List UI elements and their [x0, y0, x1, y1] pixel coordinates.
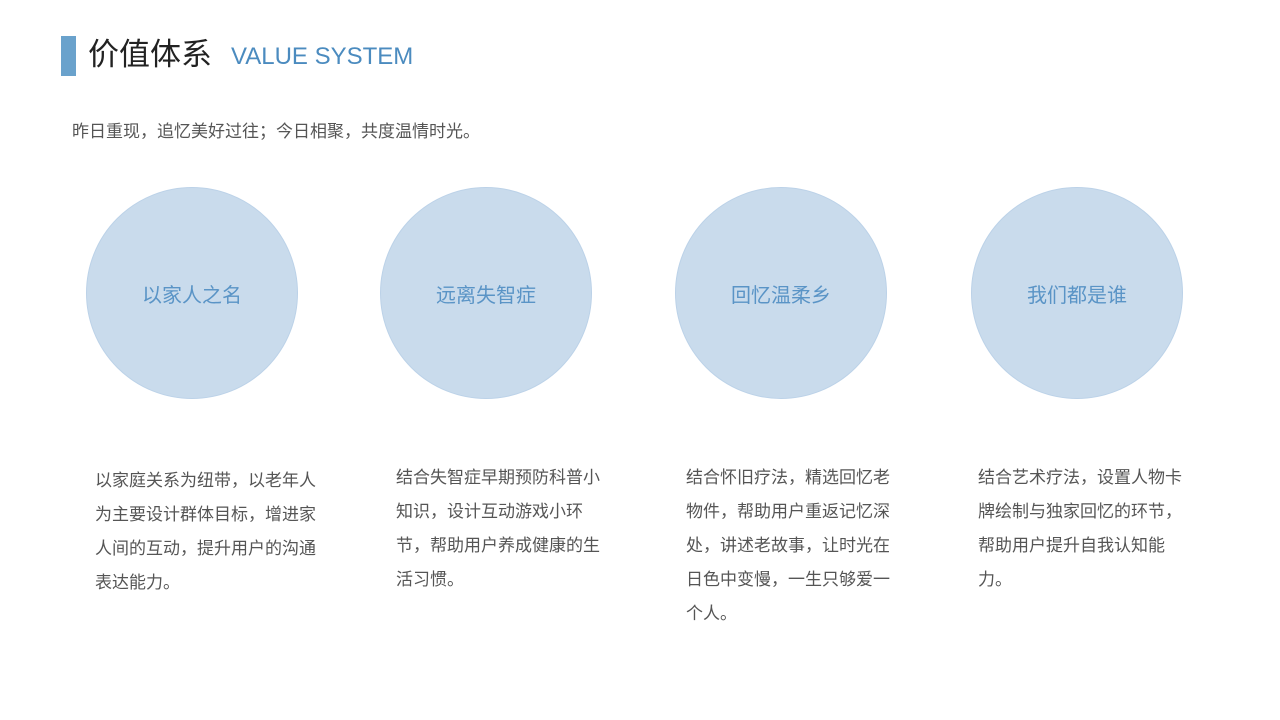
- subtitle: 昨日重现，追忆美好过往；今日相聚，共度温情时光。: [72, 122, 480, 142]
- value-circle-identity: 我们都是谁: [971, 187, 1183, 399]
- value-description: 以家庭关系为纽带，以老年人为主要设计群体目标，增进家人间的互动，提升用户的沟通表…: [95, 471, 316, 593]
- page-title-english: VALUE SYSTEM: [231, 43, 414, 70]
- value-circle-memory: 回忆温柔乡: [675, 187, 887, 399]
- value-description: 结合艺术疗法，设置人物卡牌绘制与独家回忆的环节，帮助用户提升自我认知能力。: [978, 468, 1182, 590]
- title-accent-bar: [61, 36, 76, 76]
- value-description: 结合失智症早期预防科普小知识，设计互动游戏小环节，帮助用户养成健康的生活习惯。: [396, 468, 600, 590]
- value-label: 回忆温柔乡: [731, 282, 831, 307]
- value-circle-dementia: 远离失智症: [380, 187, 592, 399]
- value-description: 结合怀旧疗法，精选回忆老物件，帮助用户重返记忆深处，讲述老故事，让时光在日色中变…: [686, 468, 890, 624]
- page-title: 价值体系: [88, 37, 212, 73]
- value-circle-family: 以家人之名: [86, 187, 298, 399]
- value-label: 我们都是谁: [1027, 282, 1127, 307]
- value-label: 远离失智症: [436, 282, 536, 307]
- value-label: 以家人之名: [142, 282, 242, 307]
